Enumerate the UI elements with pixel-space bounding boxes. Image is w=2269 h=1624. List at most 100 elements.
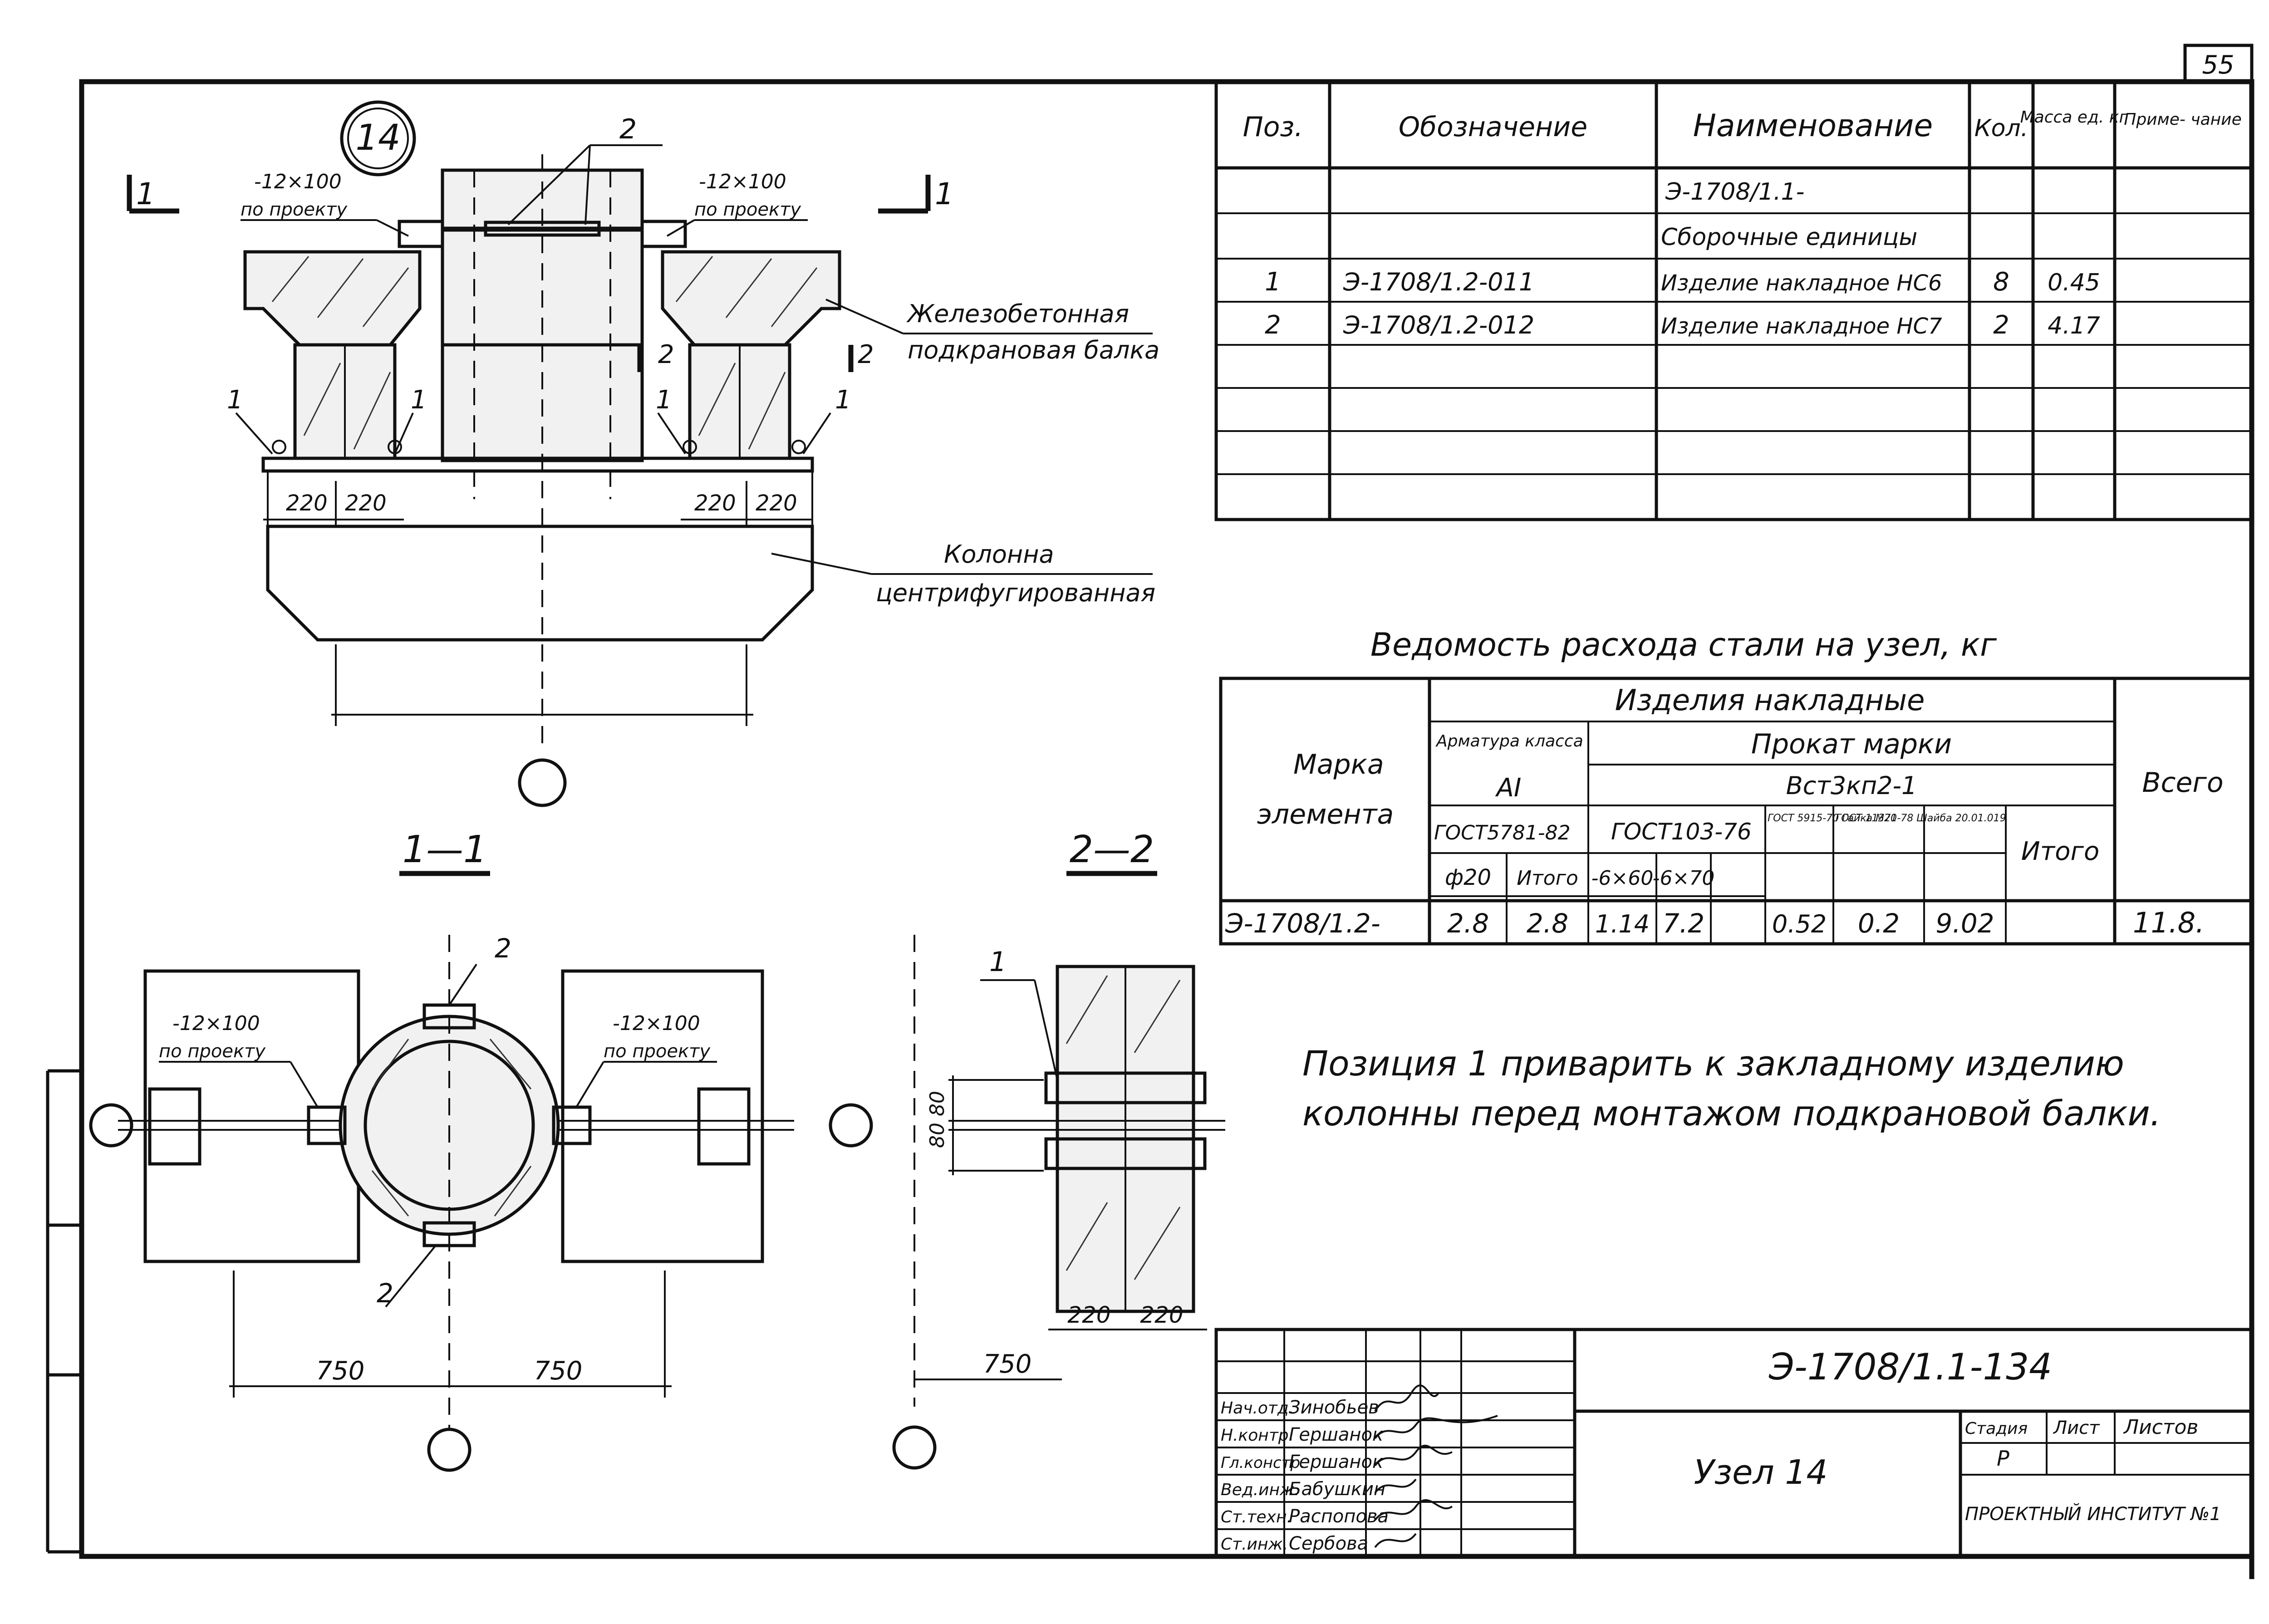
axis-marker-sec22 <box>892 1425 937 1470</box>
spec-header-name: Наименование <box>1693 108 1933 144</box>
elev-plate-right-2: по проекту <box>694 199 801 220</box>
section-mark-2-left: 2 <box>658 340 674 369</box>
spec-header-mass-text: Масса ед. кг <box>2020 108 2128 127</box>
steel-h-mark-1: Марка <box>1293 749 1384 780</box>
steel-h-rebar-class: АI <box>1495 773 1522 803</box>
spec-row4-pos: 2 <box>1265 310 1281 340</box>
tb-name-6: Сербова <box>1289 1533 1368 1554</box>
signature-4 <box>1374 1478 1417 1494</box>
sec11-pos-2-bottom: 2 <box>377 1278 393 1309</box>
elevation-view: 14 1 1 <box>127 100 1159 807</box>
steel-row-v1: 2.8 <box>1447 908 1489 939</box>
spec-row4-qty: 2 <box>1993 310 2009 340</box>
sec22-dim-h: 750 <box>983 1349 1032 1379</box>
steel-h-rolled: Прокат марки <box>1751 728 1952 760</box>
steel-h-6x70: -6×70 <box>1653 867 1715 890</box>
signature-5 <box>1374 1499 1453 1521</box>
steel-row-total: 11.8. <box>2133 906 2205 939</box>
node-number: 14 <box>355 118 400 158</box>
elev-pos-1-d: 1 <box>835 385 851 415</box>
elev-pos-1-b: 1 <box>411 385 427 415</box>
steel-h-itogo2: Итого <box>2021 837 2099 866</box>
column-label-1: Колонна <box>944 540 1054 569</box>
elev-plate-left-1: -12×100 <box>254 170 342 193</box>
tb-name-2: Гершанок <box>1289 1424 1383 1445</box>
spec-row4-name: Изделие накладное НС7 <box>1661 314 1942 339</box>
axis-marker-sec22-left <box>829 1103 873 1148</box>
note-line-2: колонны перед монтажом подкрановой балки… <box>1302 1093 2161 1133</box>
spec-header-pos: Поз. <box>1243 111 1303 143</box>
tb-role-3: Гл.констр. <box>1221 1454 1305 1472</box>
spec-row3-qty: 8 <box>1993 267 2009 297</box>
node-number-circle <box>340 100 416 177</box>
axis-marker-elev <box>518 758 567 807</box>
steel-h-gost-rebar: ГОСТ5781-82 <box>1434 821 1571 844</box>
signature-1 <box>1374 1384 1439 1412</box>
section-mark-1-right: 1 <box>935 177 954 211</box>
steel-h-gost-11371: ГОСТ 11371-78 Шайба 20.01.019 <box>1836 813 2006 824</box>
steel-table-title: Ведомость расхода стали на узел, кг <box>1370 626 1997 663</box>
elev-plate-right-1: -12×100 <box>699 170 786 193</box>
spec-row3-name: Изделие накладное НС6 <box>1661 270 1942 296</box>
steel-h-phi20: ф20 <box>1445 865 1491 890</box>
spec-row2-name: Сборочные единицы <box>1661 224 1917 251</box>
elev-plate-left-2: по проекту <box>241 199 348 220</box>
section-mark-2-right: 2 <box>858 340 874 369</box>
spec-header-mass: Масса ед. кг <box>2020 108 2128 127</box>
spec-row4-mass: 4.17 <box>2048 312 2100 339</box>
tb-role-4: Вед.инж. <box>1221 1481 1300 1499</box>
spec-header-qty: Кол. <box>1974 115 2028 142</box>
steel-h-gost-5915-text: ГОСТ 5915-70 Гайка М20 <box>1768 813 1897 824</box>
section-1-1-view: 1—1 2 2 -12×100 по проекту <box>89 828 794 1472</box>
beam-label-1: Железобетонная <box>906 299 1129 328</box>
sec11-dim-1: 750 <box>316 1356 365 1386</box>
axis-marker-sec11 <box>427 1428 471 1472</box>
tb-org: ПРОЕКТНЫЙ ИНСТИТУТ №1 <box>1965 1503 2221 1525</box>
elev-dim-4: 220 <box>756 491 797 516</box>
spec-header-designation: Обозначение <box>1399 111 1587 143</box>
steel-h-group: Изделия накладные <box>1615 684 1925 717</box>
steel-h-6x60: -6×60 <box>1591 867 1654 890</box>
signature-6 <box>1374 1533 1417 1548</box>
steel-h-rebar: Арматура класса <box>1435 732 1583 751</box>
sec22-dim-1: 220 <box>1067 1302 1110 1328</box>
steel-h-total: Всего <box>2142 767 2223 799</box>
sec22-dim-2: 220 <box>1140 1302 1183 1328</box>
signature-2 <box>1374 1415 1498 1439</box>
spec-header-note-text: Приме- чание <box>2124 110 2241 129</box>
spec-table: Поз. Обозначение Наименование Кол. Масса… <box>1214 80 2254 521</box>
elev-pos-1-a: 1 <box>227 385 243 415</box>
steel-row-v6: 0.52 <box>1772 910 1827 938</box>
section-1-1-title: 1—1 <box>403 828 487 871</box>
steel-row-v3: 1.14 <box>1595 910 1650 938</box>
note-line-1: Позиция 1 приварить к закладному изделию <box>1302 1043 2124 1084</box>
title-block: Нач.отд. Н.контр. Гл.констр. Вед.инж. Ст… <box>1214 1328 2254 1558</box>
elev-pos-1-c: 1 <box>656 385 672 415</box>
axis-marker-left <box>89 1103 133 1148</box>
tb-name-3: Гершанок <box>1289 1452 1383 1472</box>
section-mark-1-left: 1 <box>136 177 155 211</box>
sec22-dim-v: 80 80 <box>926 1091 949 1148</box>
spec-row3-designation: Э-1708/1.2-011 <box>1343 268 1534 296</box>
steel-row-v2: 2.8 <box>1527 908 1568 939</box>
spec-row3-mass: 0.45 <box>2048 269 2100 296</box>
steel-h-itogo: Итого <box>1517 867 1578 890</box>
sec11-pos-2-top: 2 <box>495 933 511 964</box>
tb-role-6: Ст.инж. <box>1221 1535 1288 1554</box>
steel-row-v4: 7.2 <box>1663 908 1704 939</box>
tb-title: Узел 14 <box>1694 1453 1828 1492</box>
section-2-2-title: 2—2 <box>1070 828 1154 871</box>
tb-stage-value: Р <box>1997 1446 2009 1471</box>
sec11-dim-2: 750 <box>534 1356 583 1386</box>
steel-h-rolled-grade: Вст3кп2-1 <box>1786 771 1917 800</box>
elev-dim-1: 220 <box>286 491 328 516</box>
steel-h-gost-5915: ГОСТ 5915-70 Гайка М20 <box>1768 813 1897 824</box>
spec-row3-pos: 1 <box>1265 267 1281 297</box>
sec11-plate-right-2: по проекту <box>604 1041 711 1062</box>
tb-role-5: Ст.техн. <box>1221 1508 1292 1526</box>
steel-row-mark: Э-1708/1.2- <box>1225 908 1380 939</box>
section-2-2-view: 2—2 1 80 80 220 220 750 <box>829 828 1225 1470</box>
steel-table: Ведомость расхода стали на узел, кг Изде… <box>1219 626 2254 946</box>
elev-dim-2: 220 <box>345 491 387 516</box>
